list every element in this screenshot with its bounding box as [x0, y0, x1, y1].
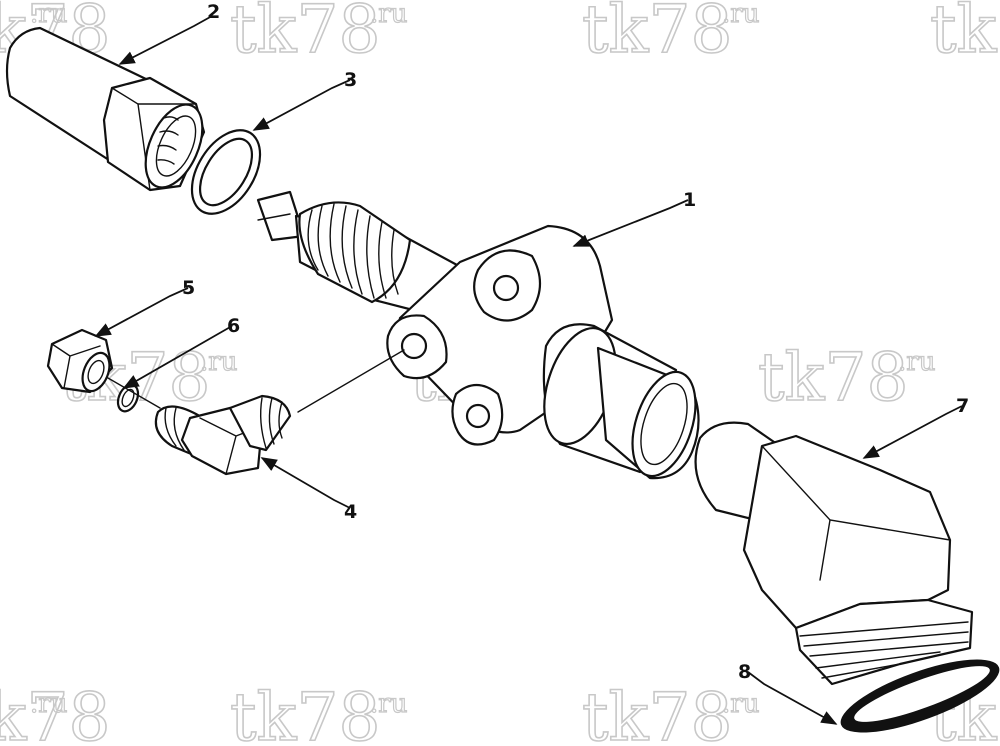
- watermark: tk78: [929, 0, 1000, 69]
- svg-text:tk78: tk78: [230, 679, 381, 746]
- svg-text:tk78: tk78: [582, 679, 733, 746]
- callout-3-leader: [252, 79, 351, 131]
- callout-5: 5: [182, 277, 195, 299]
- callout-6-leader: [122, 325, 233, 389]
- watermark: tk78 .ru: [757, 338, 936, 417]
- part-2-boot-nut: [5, 26, 206, 192]
- callout-8: 8: [738, 661, 751, 683]
- callout-6: 6: [227, 315, 240, 337]
- svg-text:tk78: tk78: [758, 339, 909, 416]
- svg-text:.ru: .ru: [30, 0, 67, 29]
- callout-2: 2: [207, 1, 220, 23]
- svg-text:tk78: tk78: [230, 0, 381, 68]
- watermark: tk78 .ru: [581, 0, 760, 69]
- part-8-o-ring: [840, 659, 1000, 733]
- svg-text:.ru: .ru: [370, 0, 407, 29]
- svg-text:tk78: tk78: [930, 0, 1000, 68]
- watermark: tk78 .ru: [0, 678, 111, 746]
- svg-text:.ru: .ru: [200, 347, 237, 377]
- callout-1-leader: [572, 199, 689, 247]
- callout-3: 3: [344, 69, 357, 91]
- callout-2-leader: [118, 15, 213, 65]
- part-4-elbow-fitting: [154, 394, 292, 476]
- callout-8-leader: [747, 671, 838, 725]
- watermark: tk78 .ru: [229, 0, 408, 69]
- callout-1: 1: [683, 189, 696, 211]
- part-5-cap-nut: [46, 328, 114, 394]
- alignment-line: [107, 377, 161, 409]
- watermark: tk78 .ru: [229, 678, 408, 746]
- part-1-main-housing: [386, 224, 700, 480]
- watermark: tk78 .ru: [581, 678, 760, 746]
- callout-5-leader: [94, 287, 189, 337]
- part-7-outlet-fitting: [694, 421, 974, 686]
- callout-4: 4: [344, 501, 357, 523]
- svg-text:.ru: .ru: [30, 689, 67, 719]
- svg-text:.ru: .ru: [370, 689, 407, 719]
- part-3-sealing-ring: [190, 129, 262, 215]
- alignment-line: [297, 349, 405, 413]
- svg-text:.ru: .ru: [722, 689, 759, 719]
- svg-text:tk78: tk78: [582, 0, 733, 68]
- callout-7: 7: [956, 395, 969, 417]
- callout-4-leader: [260, 457, 351, 509]
- svg-text:.ru: .ru: [898, 347, 935, 377]
- callout-7-leader: [862, 405, 963, 459]
- svg-text:.ru: .ru: [722, 0, 759, 29]
- svg-text:tk78: tk78: [0, 679, 111, 746]
